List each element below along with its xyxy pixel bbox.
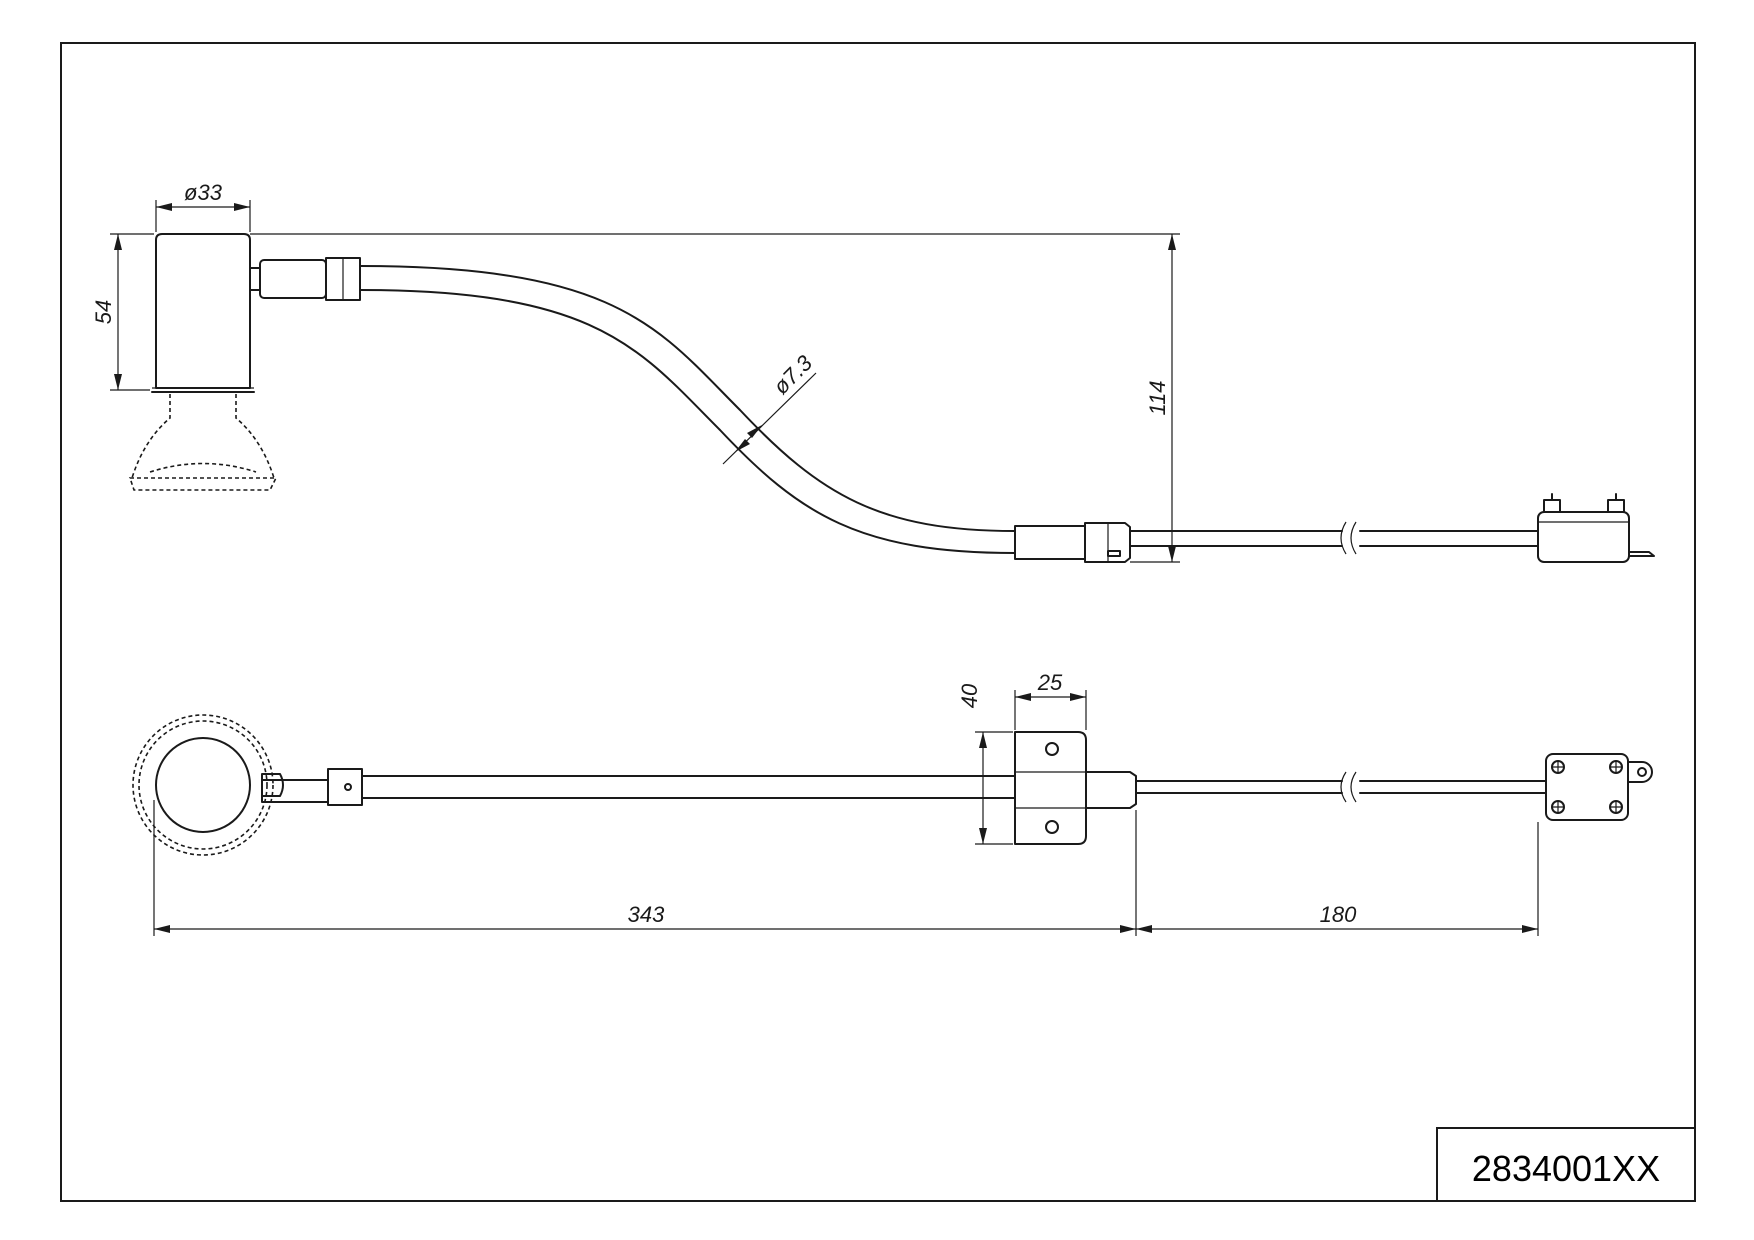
mounting-bracket — [1014, 731, 1087, 845]
title-block: 2834001XX — [1436, 1127, 1696, 1202]
lamp-head-side — [128, 233, 278, 491]
drawing-frame — [60, 42, 1696, 1202]
dim-label-cable-length: 180 — [1320, 902, 1357, 927]
junction-box-side — [1537, 493, 1655, 563]
dimension-total-height: 114 — [250, 233, 1180, 563]
arm-connector-side — [1014, 522, 1131, 563]
dim-label-total-height: 114 — [1145, 380, 1170, 415]
dimension-head-diameter: ø33 — [155, 180, 251, 232]
dimension-arm-length: 343 — [153, 800, 1137, 936]
top-view: 40 25 343 180 — [132, 670, 1653, 936]
side-view: ø33 54 ø7.3 114 — [91, 180, 1655, 563]
dim-label-head-diameter: ø33 — [184, 180, 223, 205]
dimension-bracket-height: 40 — [957, 683, 1013, 845]
cable-top — [1135, 771, 1547, 803]
lamp-head-top — [132, 714, 274, 856]
arm-connector-top — [1085, 771, 1137, 809]
dimension-head-height: 54 — [91, 233, 154, 391]
gooseneck-arm — [359, 265, 1016, 554]
dim-label-head-height: 54 — [91, 300, 116, 324]
swivel-joint-top — [261, 768, 363, 806]
part-number: 2834001XX — [1472, 1148, 1660, 1189]
arm-top — [361, 775, 1016, 799]
dim-label-arm-length: 343 — [628, 902, 665, 927]
dim-label-bracket-width: 25 — [1037, 670, 1063, 695]
dimension-bracket-width: 25 — [1014, 670, 1087, 730]
junction-box-top — [1545, 753, 1653, 821]
swivel-joint-side — [249, 257, 361, 301]
cable-side — [1129, 521, 1539, 555]
dim-label-arm-diameter: ø7.3 — [768, 350, 817, 399]
dimension-cable-length: 180 — [1136, 822, 1539, 936]
dim-label-bracket-height: 40 — [957, 683, 982, 708]
